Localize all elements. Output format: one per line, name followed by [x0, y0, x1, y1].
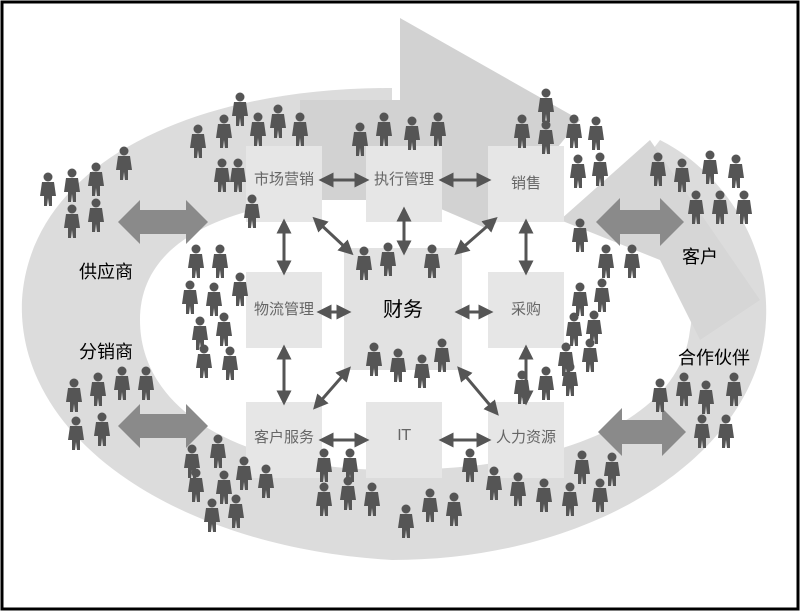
person-icon — [566, 312, 582, 346]
label-supplier: 供应商 — [79, 262, 133, 283]
arrow-marketing-center — [312, 216, 354, 256]
box-sales — [488, 146, 564, 222]
label-customer: 客户 — [682, 247, 718, 268]
label-marketing: 市场营销 — [254, 170, 314, 188]
person-icon — [206, 282, 222, 316]
person-icon — [40, 172, 56, 206]
box-it — [366, 402, 442, 478]
person-icon — [594, 278, 610, 312]
center-label: 财务 — [383, 297, 423, 321]
person-icon — [572, 282, 588, 316]
ext-arrow-distributor — [118, 404, 208, 448]
ext-arrow-supplier — [118, 200, 208, 244]
label-logistics: 物流管理 — [254, 300, 314, 318]
box-purchasing — [488, 272, 564, 348]
person-icon — [538, 366, 554, 400]
arrow-hr-center — [457, 366, 499, 416]
person-icon — [728, 154, 744, 188]
label-customer-service: 客户服务 — [254, 428, 314, 446]
ext-arrow-partner — [598, 408, 686, 456]
person-icon — [212, 244, 228, 278]
label-it: IT — [397, 426, 411, 444]
person-icon — [222, 346, 238, 380]
box-hr — [488, 402, 564, 478]
label-purchasing: 采购 — [511, 300, 541, 318]
person-icon — [216, 312, 232, 346]
person-icon — [232, 272, 248, 306]
box-logistics — [246, 272, 322, 348]
label-sales: 销售 — [511, 174, 541, 192]
person-icon — [182, 280, 198, 314]
arrow-cs-center — [313, 366, 351, 410]
ext-arrow-customer — [596, 198, 684, 246]
external-arrows — [118, 198, 686, 456]
connection-arrows — [276, 172, 534, 448]
label-hr: 人力资源 — [496, 428, 556, 446]
arrow-sales-center — [454, 217, 498, 255]
label-exec-mgmt: 执行管理 — [374, 170, 434, 188]
person-icon — [514, 370, 530, 404]
label-distributor: 分销商 — [79, 342, 133, 363]
person-icon — [588, 116, 604, 150]
person-icon — [570, 154, 586, 188]
label-partner: 合作伙伴 — [678, 348, 750, 369]
person-icon — [598, 244, 614, 278]
person-icon — [188, 244, 204, 278]
cycle-ring — [21, 88, 767, 560]
box-customer-service — [246, 402, 322, 478]
